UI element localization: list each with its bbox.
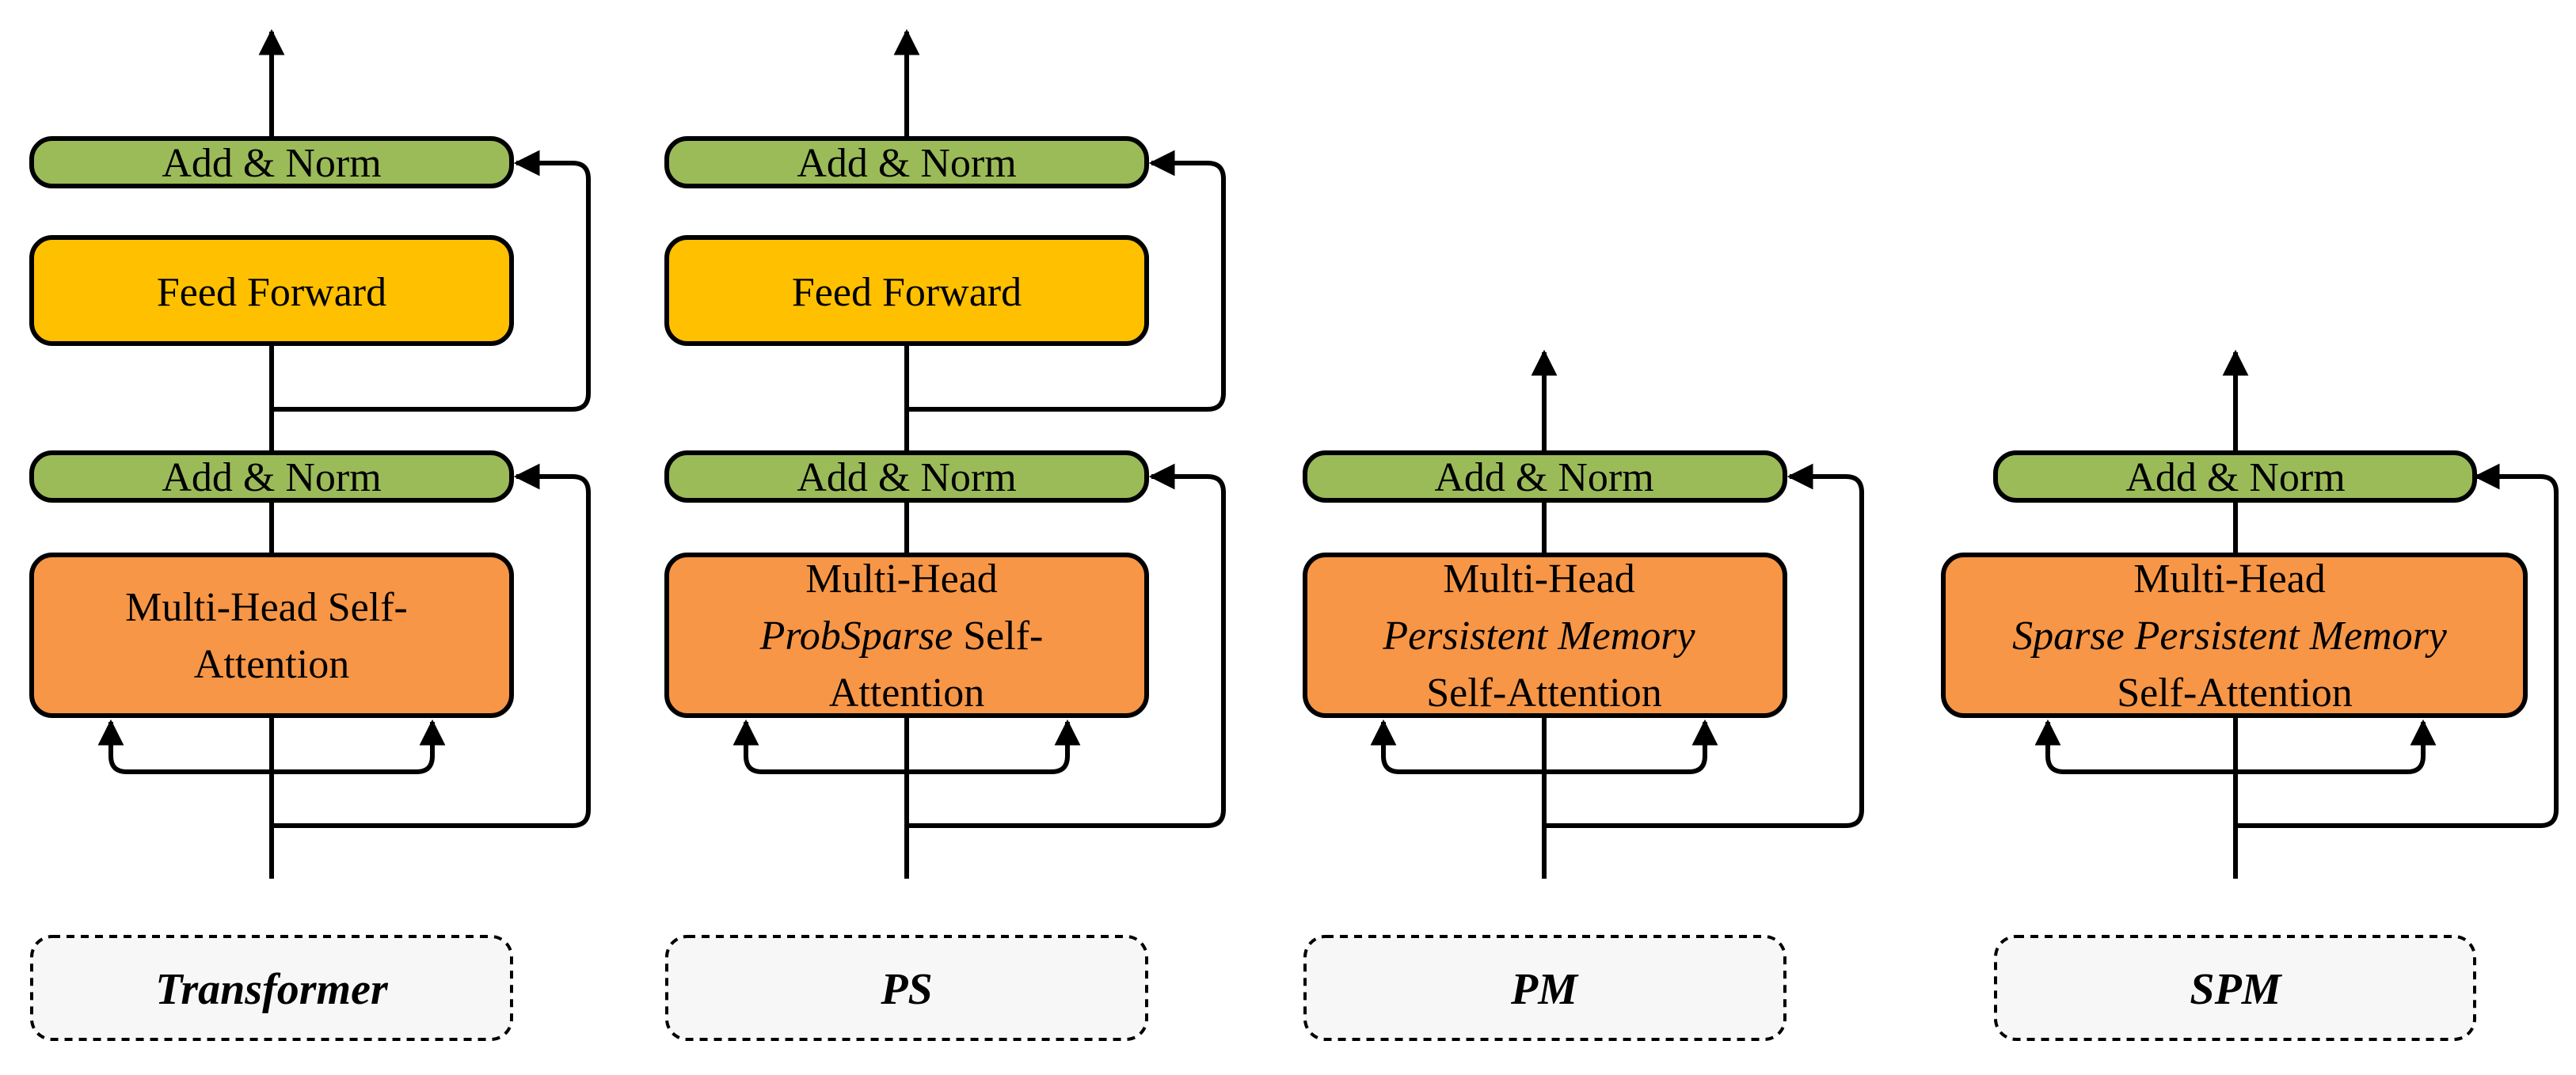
feed-forward-block [664, 235, 1149, 346]
residual-arrow-attention [2235, 463, 2559, 828]
attention-input-left-arrow [2034, 719, 2235, 774]
attention-block [664, 553, 1149, 718]
residual-arrow-attention [272, 463, 591, 828]
attention-block [29, 553, 514, 718]
residual-arrow-attention [907, 463, 1226, 828]
attention-block-label: Multi-Head Persistent Memory Self-Attent… [1382, 556, 1705, 716]
column-ps: Multi-Head ProbSparse Self- Attention Ad… [664, 28, 1226, 1041]
add-norm-top-label: Add & Norm [797, 141, 1016, 186]
attention-block-label: Multi-Head Self- Attention [125, 585, 418, 687]
attention-input-right-arrow [907, 719, 1081, 774]
add-norm-bottom-block [1993, 450, 2477, 503]
add-norm-bottom-label: Add & Norm [797, 455, 1016, 500]
add-norm-top-label: Add & Norm [162, 141, 381, 186]
model-label: Transformer [155, 965, 389, 1014]
add-norm-top-block [29, 136, 514, 188]
attention-input-left-arrow [97, 719, 272, 774]
attention-input-right-arrow [2235, 719, 2437, 774]
feed-forward-label: Feed Forward [157, 270, 386, 315]
model-label-box [30, 935, 513, 1041]
model-label: PM [1510, 965, 1579, 1014]
add-norm-bottom-block [1303, 450, 1787, 503]
model-label-box [665, 935, 1148, 1041]
feed-forward-block [29, 235, 514, 346]
column-pm: Multi-Head Persistent Memory Self-Attent… [1303, 349, 1864, 1041]
residual-arrow-feedforward [907, 150, 1226, 412]
add-norm-bottom-block [29, 450, 514, 503]
model-label: SPM [2190, 965, 2282, 1014]
add-norm-top-block [664, 136, 1149, 188]
attention-block-label: Multi-Head Sparse Persistent Memory Self… [2012, 556, 2457, 716]
model-label-box [1303, 935, 1786, 1041]
model-label-box [1994, 935, 2476, 1041]
attention-block-label: Multi-Head ProbSparse Self- Attention [759, 556, 1054, 716]
attention-input-left-arrow [1370, 719, 1544, 774]
attention-block [1941, 553, 2528, 718]
attention-input-right-arrow [272, 719, 446, 774]
residual-arrow-feedforward [272, 150, 591, 412]
add-norm-bottom-label: Add & Norm [1434, 455, 1653, 500]
model-label: PS [880, 965, 932, 1014]
feed-forward-label: Feed Forward [792, 270, 1022, 315]
add-norm-bottom-label: Add & Norm [2125, 455, 2345, 500]
attention-input-right-arrow [1544, 719, 1718, 774]
residual-arrow-attention [1544, 463, 1864, 828]
column-spm: Multi-Head Sparse Persistent Memory Self… [1941, 349, 2559, 1041]
add-norm-bottom-label: Add & Norm [162, 455, 381, 500]
attention-input-left-arrow [732, 719, 907, 774]
column-transformer: Multi-Head Self- Attention Add & Norm Fe… [29, 28, 591, 1041]
attention-block [1303, 553, 1787, 718]
add-norm-bottom-block [664, 450, 1149, 503]
